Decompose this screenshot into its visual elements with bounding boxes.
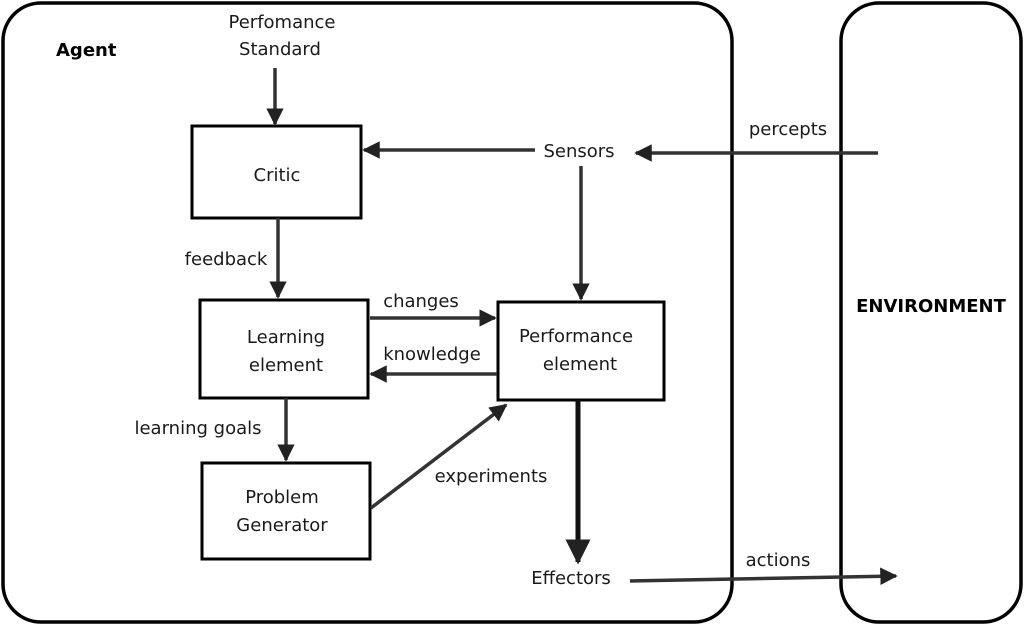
performance-element-line2: element: [543, 354, 617, 375]
environment-title: ENVIRONMENT: [856, 296, 1006, 317]
actions-arrow: [629, 567, 898, 586]
experiments-arrow: [369, 403, 508, 510]
changes-label: changes: [383, 291, 459, 312]
knowledge-label: knowledge: [383, 344, 481, 365]
performance-standard-line1: Perfomance: [229, 12, 336, 33]
problem-generator-line1: Problem: [245, 487, 319, 508]
critic-box: [190, 124, 363, 220]
effectors-label: Effectors: [531, 568, 611, 589]
experiments-label: experiments: [435, 466, 548, 487]
performance-element-line1: Performance: [519, 326, 633, 347]
problem-generator-line2: Generator: [236, 515, 328, 536]
actions-label: actions: [746, 550, 811, 571]
agent-frame: [1, 1, 734, 624]
critic-label: Critic: [254, 165, 301, 186]
learning-element-line2: element: [249, 355, 323, 376]
sensors-label: Sensors: [543, 141, 614, 162]
learning-goals-label: learning goals: [134, 418, 261, 439]
performance-standard-line2: Standard: [239, 39, 321, 60]
learning-element-box: [198, 298, 370, 400]
percepts-label: percepts: [749, 119, 827, 140]
environment-frame: [839, 1, 1023, 624]
agent-title: Agent: [56, 40, 117, 61]
learning-element-line1: Learning: [247, 327, 325, 348]
feedback-label: feedback: [185, 249, 268, 270]
problem-generator-box: [200, 461, 372, 561]
performance-element-box: [496, 300, 666, 402]
